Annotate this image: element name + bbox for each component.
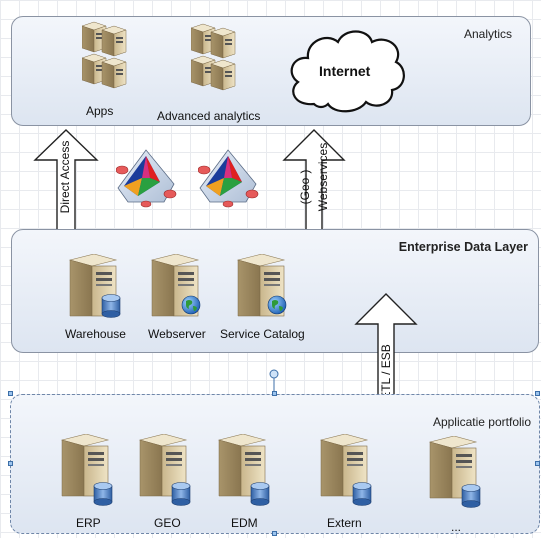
selection-handle[interactable] (272, 531, 277, 536)
server-stack-icon[interactable] (191, 22, 237, 102)
service-catalog-label: Service Catalog (220, 327, 305, 341)
edm-label: EDM (231, 516, 258, 530)
selection-handle[interactable] (535, 391, 540, 396)
database-server-icon[interactable] (64, 254, 124, 324)
analytics-layer-title: Analytics (463, 27, 512, 41)
database-server-icon[interactable] (213, 434, 273, 510)
webservices-arrow-icon (282, 129, 346, 239)
webserver-label: Webserver (148, 327, 206, 341)
geo-system-label: GEO (154, 516, 181, 530)
direct-access-label: Direct Access (58, 140, 72, 214)
advanced-analytics-label: Advanced analytics (157, 109, 261, 123)
selection-handle[interactable] (535, 461, 540, 466)
server-stack-icon[interactable] (82, 20, 128, 100)
portfolio-layer-title: Applicatie portfolio (432, 415, 531, 429)
database-server-icon[interactable] (134, 434, 194, 510)
web-server-icon[interactable] (146, 254, 206, 324)
more-systems-label: ... (451, 520, 462, 534)
warehouse-label: Warehouse (65, 327, 126, 341)
webservices-label: Webservices (316, 142, 330, 212)
web-server-icon[interactable] (232, 254, 292, 324)
apps-label: Apps (86, 104, 114, 118)
geo-label: (Geo-) (298, 169, 312, 205)
database-server-icon[interactable] (56, 434, 116, 510)
internet-label: Internet (319, 63, 371, 79)
database-server-icon[interactable] (315, 434, 375, 510)
extern-label: Extern (327, 516, 362, 530)
rotation-handle-icon[interactable] (268, 368, 280, 394)
data-transform-icon (198, 149, 259, 208)
enterprise-layer-title: Enterprise Data Layer (398, 240, 528, 254)
erp-label: ERP (76, 516, 101, 530)
selection-handle[interactable] (8, 461, 13, 466)
cloud-icon[interactable] (284, 24, 408, 116)
database-server-icon[interactable] (424, 436, 484, 512)
data-transform-icon (116, 149, 177, 208)
selection-handle[interactable] (8, 391, 13, 396)
